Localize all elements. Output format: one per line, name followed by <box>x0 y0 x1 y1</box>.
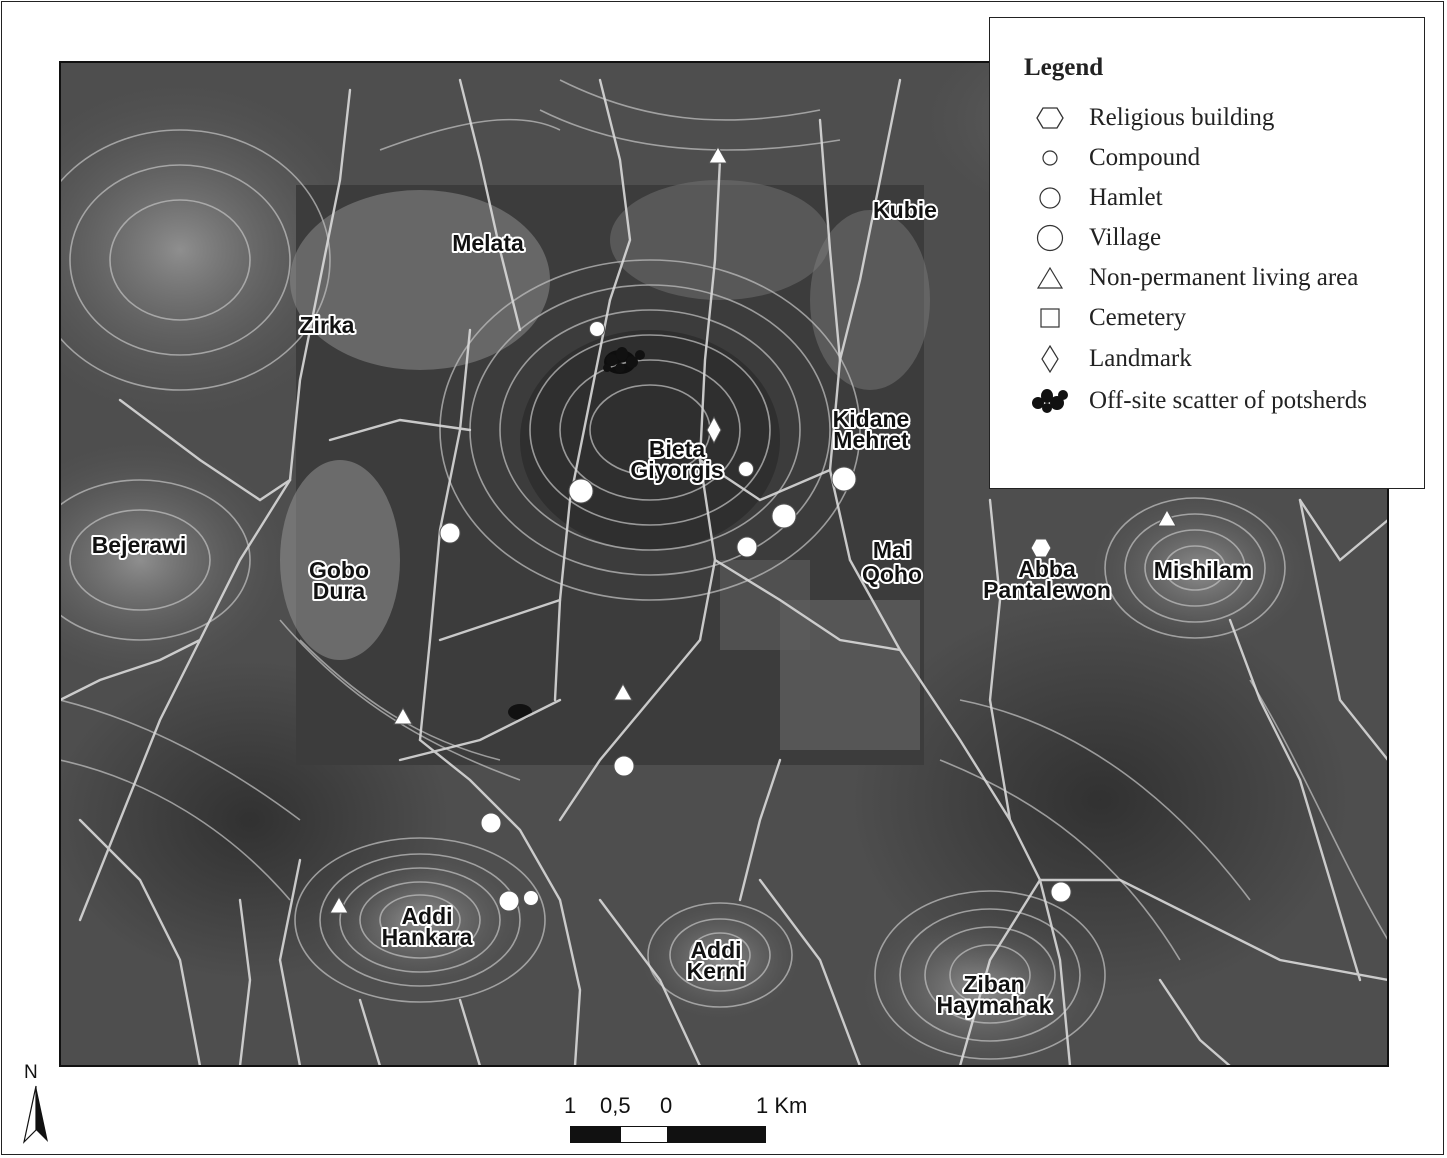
legend-label: Compound <box>1089 144 1201 171</box>
legend-item-village: Village <box>1026 221 1416 255</box>
stream-network <box>60 78 1388 1066</box>
legend-item-compound: Compound <box>1026 141 1416 175</box>
place-label-mishilam[interactable]: Mishilam <box>1152 555 1254 585</box>
legend-item-non-permanent: Non-permanent living area <box>1026 261 1416 295</box>
legend-item-cemetery: Cemetery <box>1026 301 1416 335</box>
legend-item-hamlet: Hamlet <box>1026 181 1416 215</box>
north-arrow-icon <box>22 1085 48 1144</box>
legend-label: Off-site scatter of potsherds <box>1089 387 1367 414</box>
potsherd-scatter-icon <box>1026 384 1074 418</box>
non-permanent-area-marker[interactable] <box>708 145 728 164</box>
non-permanent-area-marker[interactable] <box>393 706 413 725</box>
triangle-icon <box>1026 261 1074 295</box>
medium-circle-icon <box>1026 181 1074 215</box>
landmark-marker[interactable] <box>706 415 722 445</box>
place-label-melata[interactable]: Melata <box>450 228 526 258</box>
place-label-bejerawi[interactable]: Bejerawi <box>90 530 189 560</box>
hamlet-marker[interactable] <box>439 522 461 544</box>
square-icon <box>1026 301 1074 335</box>
hamlet-marker[interactable] <box>831 466 857 492</box>
compound-marker[interactable] <box>589 321 605 337</box>
hamlet-marker[interactable] <box>498 890 520 912</box>
non-permanent-area-marker[interactable] <box>329 895 349 914</box>
place-label-zirka[interactable]: Zirka <box>298 310 357 340</box>
legend-panel: Legend Religious building Compound Hamle… <box>989 17 1425 489</box>
contour-lines <box>60 79 1388 1060</box>
religious-building-marker[interactable] <box>1030 538 1052 558</box>
legend-item-landmark: Landmark <box>1026 342 1416 376</box>
north-letter: N <box>24 1062 38 1083</box>
non-permanent-area-marker[interactable] <box>613 682 633 701</box>
hamlet-marker[interactable] <box>480 812 502 834</box>
hexagon-icon <box>1026 101 1074 135</box>
scale-tick-label: 0,5 <box>600 1093 631 1118</box>
large-circle-icon <box>1026 221 1074 255</box>
small-circle-icon <box>1026 141 1074 175</box>
place-label-kubie[interactable]: Kubie <box>871 195 939 225</box>
legend-label: Landmark <box>1089 345 1192 372</box>
hamlet-marker[interactable] <box>771 503 797 529</box>
legend-label: Religious building <box>1089 104 1275 131</box>
hamlet-marker[interactable] <box>1050 881 1072 903</box>
legend-item-potsherds: Off-site scatter of potsherds <box>1026 384 1416 418</box>
hamlet-marker[interactable] <box>568 478 594 504</box>
map-imagery <box>60 62 1388 1066</box>
scale-tick-label: 1 Km <box>756 1093 808 1118</box>
site-markers <box>329 145 1177 914</box>
compound-marker[interactable] <box>738 461 754 477</box>
compound-marker[interactable] <box>523 890 539 906</box>
legend-item-religious-building: Religious building <box>1026 101 1416 135</box>
scale-tick-label: 1 <box>564 1093 577 1118</box>
scale-bar-graphic <box>570 1126 766 1143</box>
legend-label: Hamlet <box>1089 184 1163 211</box>
legend-label: Village <box>1089 224 1162 251</box>
scale-bar: 1 0,5 0 1 Km <box>560 1093 830 1153</box>
hamlet-marker[interactable] <box>736 536 758 558</box>
legend-label: Non-permanent living area <box>1089 264 1359 291</box>
non-permanent-area-marker[interactable] <box>1157 508 1177 527</box>
map-border <box>59 61 1389 1067</box>
legend-label: Cemetery <box>1089 304 1187 331</box>
legend-title: Legend <box>1024 54 1104 81</box>
hamlet-marker[interactable] <box>613 755 635 777</box>
scale-tick-label: 0 <box>660 1093 673 1118</box>
potsherd-scatter-marker[interactable] <box>603 347 645 373</box>
diamond-icon <box>1026 342 1074 376</box>
